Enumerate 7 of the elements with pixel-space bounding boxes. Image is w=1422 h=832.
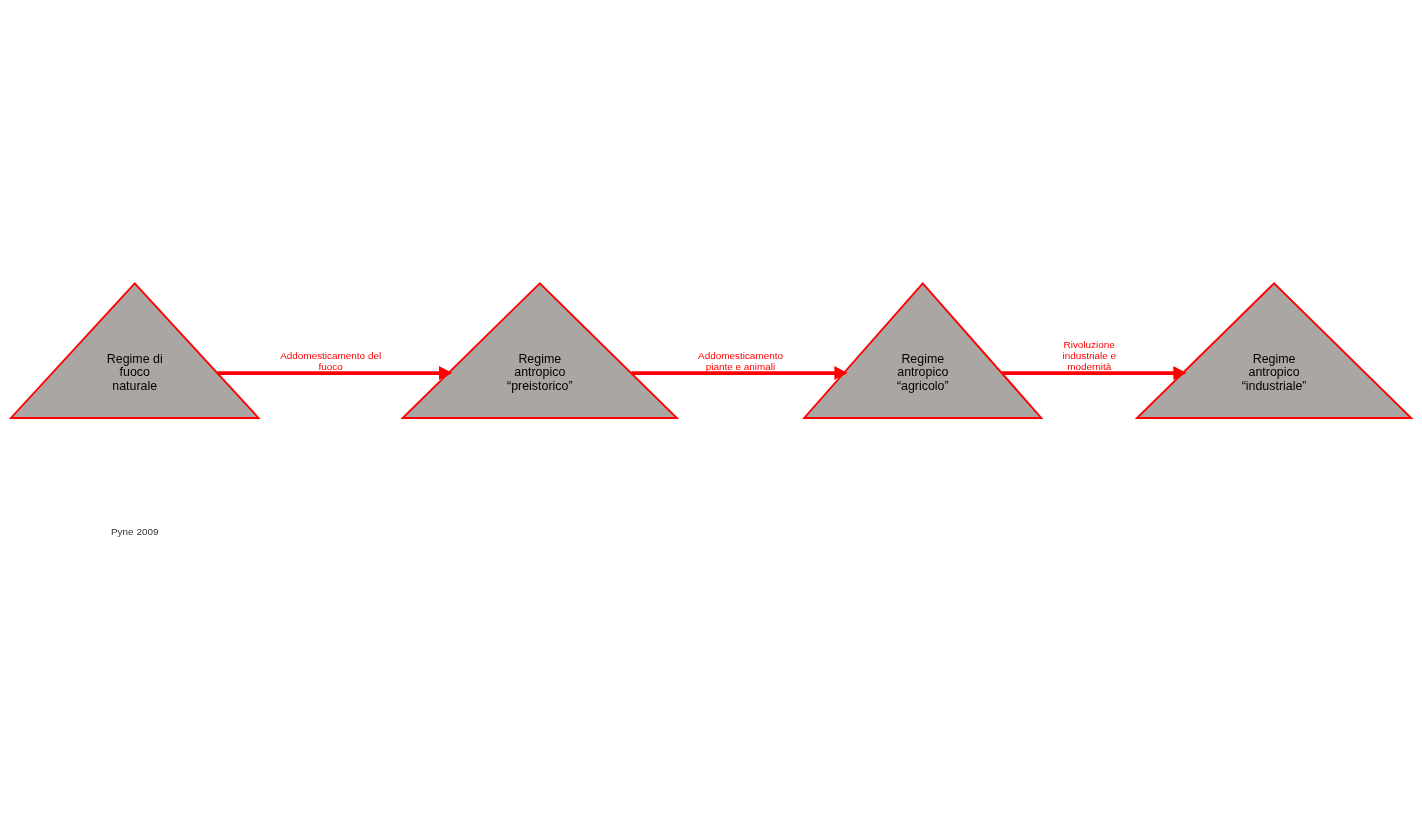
edge-label: Addomesticamento del fuoco bbox=[280, 349, 382, 372]
arrow bbox=[217, 365, 453, 380]
label: Pyne 2009 bbox=[111, 525, 159, 537]
edge-label: Rivoluzione industriale e modernità bbox=[1062, 338, 1116, 372]
edge-label: Addomesticamento piante e animali bbox=[698, 349, 783, 372]
arrow bbox=[631, 365, 848, 380]
arrow bbox=[1001, 365, 1187, 380]
